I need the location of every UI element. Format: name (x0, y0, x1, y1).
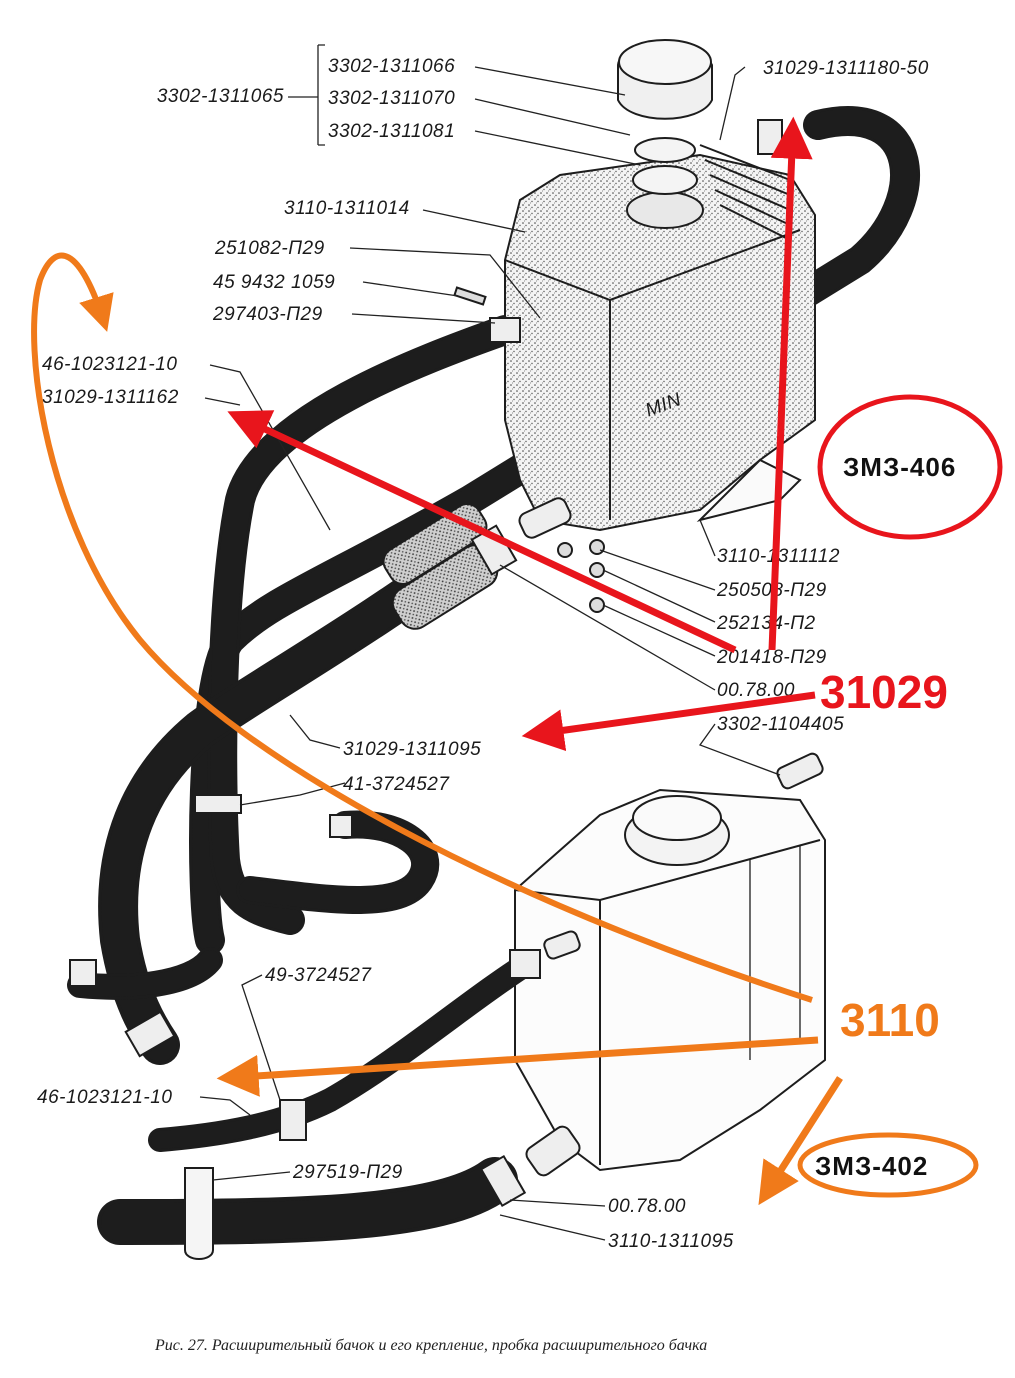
label-3110-1311014: 3110-1311014 (284, 198, 410, 219)
orange-arrow-down (758, 1076, 843, 1206)
lower-bracket-clip (184, 1167, 214, 1260)
red-arrow-left-lower (521, 691, 816, 752)
bolt-head (589, 597, 605, 613)
label-297519-p29: 297519-П29 (292, 1162, 403, 1183)
label-31029-1311095: 31029-1311095 (343, 739, 481, 760)
upper-bracket (696, 458, 802, 522)
clamp-5 (69, 959, 97, 987)
lower-tank-body (514, 788, 826, 1172)
upper-outlet-fitting (518, 497, 572, 539)
lower-clamp-3 (479, 1154, 527, 1208)
lower-top-fitting (543, 930, 581, 960)
clamp-7 (757, 119, 783, 155)
label-41-3724527: 41-3724527 (343, 774, 450, 795)
engine-402-circle (797, 1132, 979, 1198)
engine-406-label: ЗМЗ-406 (843, 452, 956, 482)
label-252134-p2: 252134-П2 (716, 613, 816, 634)
upper-filler-neck (626, 191, 704, 229)
label-297403-p29: 297403-П29 (212, 304, 323, 325)
clamp-3 (194, 794, 242, 814)
label-3302-1311081: 3302-1311081 (328, 121, 455, 142)
label-46-1023121-10-upper: 46-1023121-10 (42, 354, 177, 375)
label-31029-1311180-50: 31029-1311180-50 (763, 58, 929, 79)
label-31029-1311162: 31029-1311162 (42, 387, 179, 408)
orange-arc-arrow (31, 252, 813, 1003)
model-3110-label: 3110 (840, 994, 940, 1046)
red-arrow-up (768, 116, 813, 651)
washer-1 (589, 562, 605, 578)
lower-tank-assembly (97, 788, 826, 1260)
label-3302-1311066: 3302-1311066 (328, 56, 455, 77)
label-00-78-00-upper: 00.78.00 (717, 680, 795, 701)
engine-406-circle (817, 394, 1003, 540)
lower-small-hose (148, 953, 537, 1152)
red-annotations: ЗМЗ-406 31029 (227, 116, 1003, 752)
nut-1 (557, 542, 573, 558)
bolt (453, 286, 487, 306)
orange-annotations: 3110 ЗМЗ-402 (31, 252, 979, 1206)
upper-tank-assembly: MIN (67, 39, 920, 1065)
sensor-1104405 (776, 752, 824, 790)
label-3110-1311095: 3110-1311095 (608, 1231, 734, 1252)
upper-tank-body (504, 153, 816, 532)
part-labels: 3302-1311066 3302-1311065 3302-1311070 3… (37, 56, 929, 1252)
clamp-1 (489, 317, 521, 343)
lower-clamp-1 (509, 949, 541, 979)
label-251082-p29: 251082-П29 (214, 238, 325, 259)
lower-outlet-fitting (525, 1125, 581, 1177)
label-201418-p29: 201418-П29 (716, 647, 827, 668)
red-arrow-left-upper (227, 410, 737, 654)
label-3302-1311070: 3302-1311070 (328, 88, 455, 109)
label-3302-1104405: 3302-1104405 (717, 714, 844, 735)
engine-402-label: ЗМЗ-402 (815, 1151, 928, 1181)
label-49-3724527: 49-3724527 (265, 965, 372, 986)
label-3302-1311065: 3302-1311065 (157, 86, 284, 107)
model-31029-label: 31029 (820, 666, 948, 718)
label-45-9432-1059: 45 9432 1059 (213, 272, 335, 293)
lower-tank-ribs (749, 845, 801, 1060)
clamp-6 (124, 1010, 176, 1058)
clamp-4 (329, 814, 353, 838)
tank-fins (699, 144, 791, 241)
lower-clamp-2 (279, 1099, 307, 1141)
orange-arrow-left (216, 1036, 819, 1097)
figure-caption: Рис. 27. Расширительный бачок и его креп… (154, 1337, 707, 1354)
nut-2 (589, 539, 605, 555)
label-00-78-00-lower: 00.78.00 (608, 1196, 686, 1217)
label-46-1023121-10-lower: 46-1023121-10 (37, 1087, 172, 1108)
